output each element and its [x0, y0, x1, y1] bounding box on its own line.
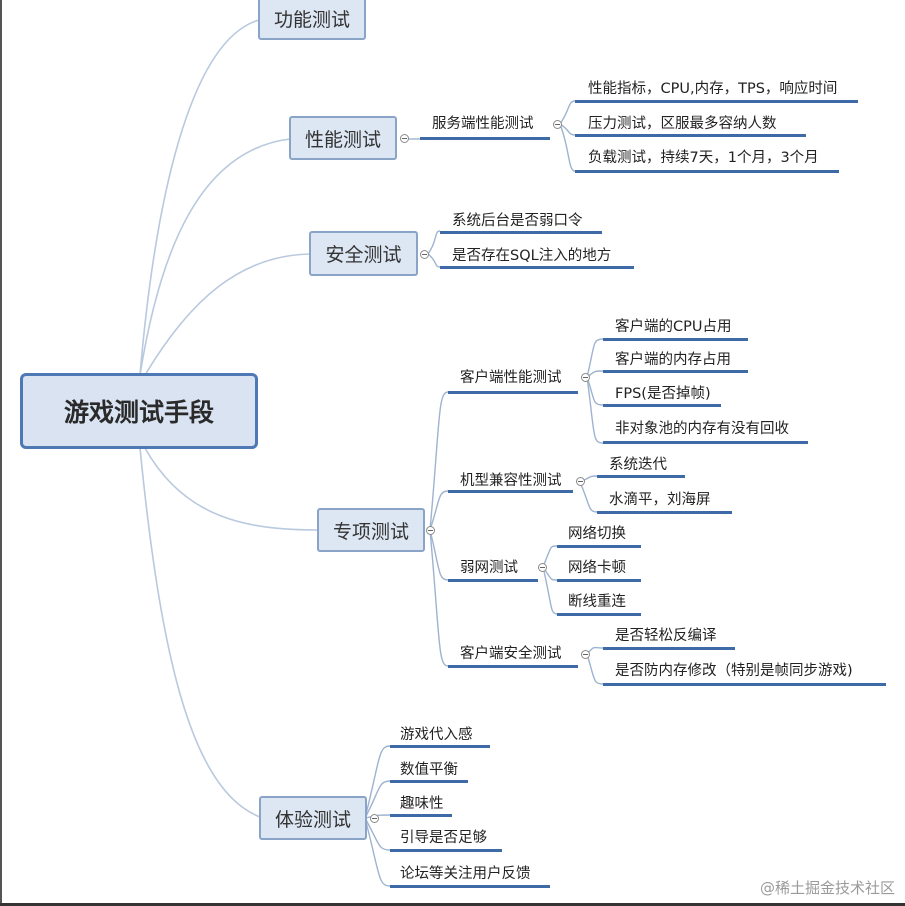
weak-network-label[interactable]: 弱网测试 [460, 560, 518, 576]
server-item-1-underline [575, 100, 858, 103]
client-perf-item-3[interactable]: FPS(是否掉帧) [615, 386, 711, 402]
server-item-2-underline [575, 134, 806, 137]
watermark: @稀土掘金技术社区 [759, 879, 895, 897]
experience-item-2[interactable]: 数值平衡 [400, 762, 458, 778]
root-node[interactable]: 游戏测试手段 [20, 373, 258, 449]
branch-security-test[interactable]: 安全测试 [309, 231, 418, 276]
client-perf-item-4[interactable]: 非对象池的内存有没有回收 [615, 421, 789, 437]
security-item-1[interactable]: 系统后台是否弱口令 [452, 213, 583, 229]
server-item-1[interactable]: 性能指标，CPU,内存，TPS，响应时间 [588, 81, 838, 97]
client-sec-item-1-underline [603, 647, 735, 650]
collapse-toggle-server-performance[interactable] [553, 120, 562, 129]
compat-item-1[interactable]: 系统迭代 [609, 457, 667, 473]
weak-net-item-1-underline [557, 545, 641, 548]
security-item-1-underline [440, 231, 602, 234]
collapse-toggle-compatibility[interactable] [576, 477, 585, 486]
experience-item-2-underline [390, 780, 468, 783]
collapse-toggle-special[interactable] [426, 526, 435, 535]
compat-item-2[interactable]: 水滴平，刘海屏 [609, 492, 711, 508]
edge-root-special [144, 447, 320, 531]
client-perf-item-1[interactable]: 客户端的CPU占用 [615, 319, 732, 335]
client-perf-item-2[interactable]: 客户端的内存占用 [615, 352, 731, 368]
client-perf-item-4-underline [603, 441, 808, 444]
branch-special-test[interactable]: 专项测试 [317, 508, 425, 552]
compat-item-1-underline [597, 475, 685, 478]
collapse-toggle-performance[interactable] [400, 134, 409, 143]
weak-net-item-2[interactable]: 网络卡顿 [568, 560, 626, 576]
collapse-toggle-weak-network[interactable] [538, 563, 547, 572]
client-security-label[interactable]: 客户端安全测试 [460, 646, 562, 662]
server-item-2[interactable]: 压力测试，区服最多容纳人数 [588, 116, 777, 132]
edge-root-performance [139, 138, 291, 376]
experience-item-4[interactable]: 引导是否足够 [400, 830, 487, 846]
experience-item-5[interactable]: 论坛等关注用户反馈 [400, 866, 531, 882]
client-perf-item-1-underline [603, 338, 748, 341]
client-security-underline [448, 665, 578, 668]
server-item-3[interactable]: 负载测试，持续7天，1个月，3个月 [588, 150, 819, 166]
weak-net-item-2-underline [557, 579, 641, 582]
experience-item-3[interactable]: 趣味性 [400, 796, 444, 812]
branch-experience-test[interactable]: 体验测试 [259, 796, 367, 840]
client-performance-label[interactable]: 客户端性能测试 [460, 370, 562, 386]
client-sec-item-2[interactable]: 是否防内存修改（特别是帧同步游戏) [615, 663, 853, 679]
client-sec-item-2-underline [603, 683, 886, 686]
security-item-2[interactable]: 是否存在SQL注入的地方 [452, 248, 612, 264]
server-performance-label[interactable]: 服务端性能测试 [432, 116, 534, 132]
bottom-border [0, 903, 905, 906]
experience-item-1[interactable]: 游戏代入感 [400, 727, 473, 743]
experience-item-4-underline [390, 849, 502, 852]
collapse-toggle-experience[interactable] [370, 814, 379, 823]
compat-item-2-underline [597, 511, 732, 514]
client-perf-item-2-underline [603, 370, 748, 373]
left-border [0, 0, 2, 906]
server-performance-underline [420, 137, 550, 140]
edge-root-experience [139, 447, 261, 818]
branch-functional-test[interactable]: 功能测试 [258, 0, 366, 40]
experience-item-5-underline [390, 885, 550, 888]
edge-root-security [144, 253, 312, 376]
server-item-3-underline [575, 170, 839, 173]
client-sec-item-1[interactable]: 是否轻松反编译 [615, 628, 717, 644]
weak-network-underline [448, 579, 538, 582]
experience-item-1-underline [390, 745, 490, 748]
weak-net-item-3-underline [557, 613, 641, 616]
edge-root-functional [139, 19, 260, 376]
experience-item-3-underline [390, 814, 452, 817]
collapse-toggle-security[interactable] [420, 250, 429, 259]
client-performance-underline [448, 391, 578, 394]
compatibility-underline [448, 490, 573, 493]
compatibility-label[interactable]: 机型兼容性测试 [460, 473, 562, 489]
security-item-2-underline [440, 266, 634, 269]
client-perf-item-3-underline [603, 404, 721, 407]
collapse-toggle-client-performance[interactable] [581, 373, 590, 382]
collapse-toggle-client-security[interactable] [581, 650, 590, 659]
branch-performance-test[interactable]: 性能测试 [289, 116, 397, 160]
weak-net-item-3[interactable]: 断线重连 [568, 594, 626, 610]
weak-net-item-1[interactable]: 网络切换 [568, 526, 626, 542]
